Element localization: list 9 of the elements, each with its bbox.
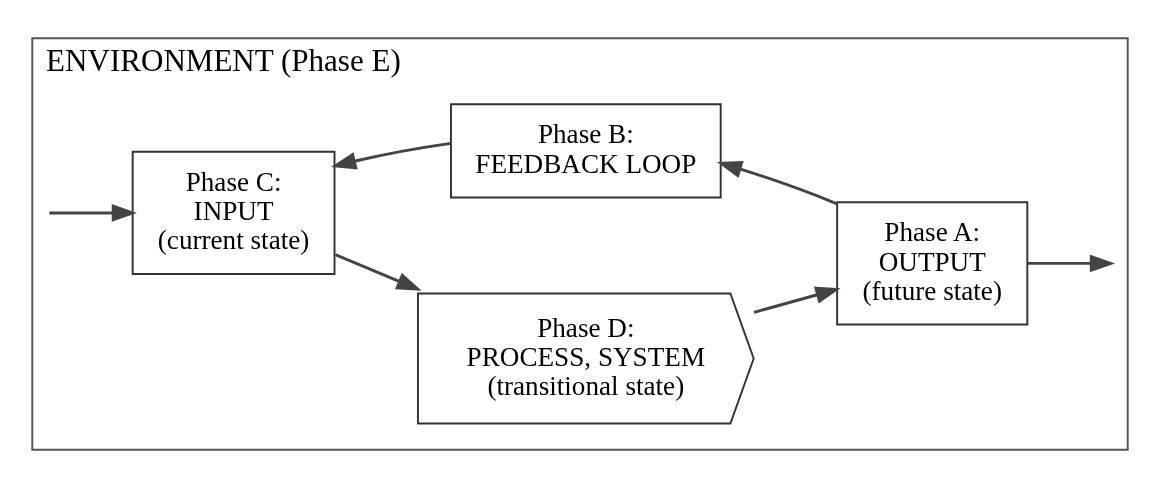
node-box: Phase C: INPUT (current state)	[131, 150, 336, 276]
arrow	[716, 160, 838, 206]
node-box: Phase A: OUTPUT (future state)	[836, 201, 1029, 326]
node-box: Phase B: FEEDBACK LOOP	[449, 103, 722, 199]
arrow	[49, 204, 137, 222]
arrow	[331, 141, 452, 170]
arrow	[1027, 254, 1116, 273]
arrow	[753, 286, 841, 314]
arrow	[334, 253, 422, 291]
